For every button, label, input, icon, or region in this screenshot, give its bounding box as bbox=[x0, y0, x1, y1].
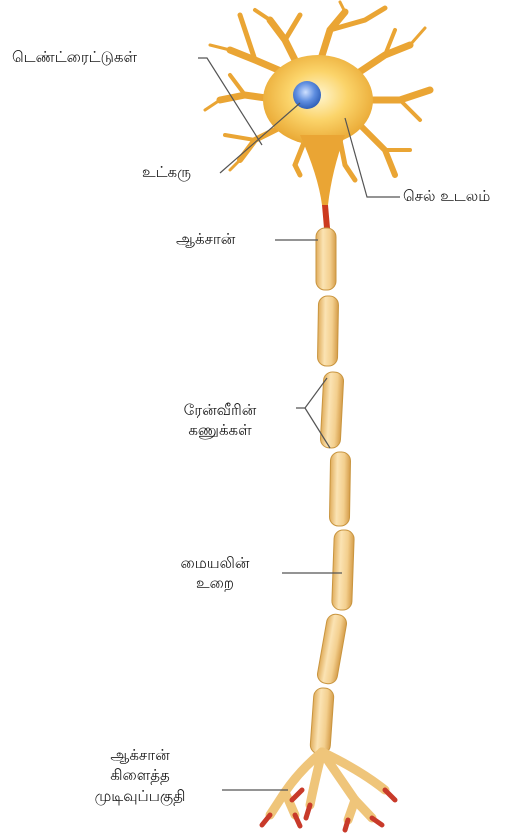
nodes-of-ranvier-line-1: ரேன்வீரின் bbox=[150, 400, 290, 420]
cell-body-label: செல் உடலம் bbox=[403, 186, 490, 206]
nodes-of-ranvier-label: ரேன்வீரின் கணுக்கள் bbox=[150, 400, 290, 441]
myelin-sheath-line-2: உறை bbox=[150, 573, 280, 593]
myelin-sheath-label: மையலின் உறை bbox=[150, 553, 280, 594]
axon-terminal-line-3: முடிவுப்பகுதி bbox=[60, 786, 220, 806]
axon-terminal-line-1: ஆக்சான் bbox=[60, 745, 220, 765]
dendrites-label: டெண்ட்ரைட்டுகள் bbox=[12, 47, 137, 67]
nodes-of-ranvier-line-2: கணுக்கள் bbox=[150, 420, 290, 440]
myelin-sheath-line-1: மையலின் bbox=[150, 553, 280, 573]
nucleus-label: உட்கரு bbox=[142, 162, 191, 182]
axon-label: ஆக்சான் bbox=[176, 229, 235, 249]
cell-body-shape bbox=[263, 55, 373, 205]
axon-terminal-line-2: கிளைத்த bbox=[60, 765, 220, 785]
myelin-sheath-segments bbox=[310, 228, 355, 755]
axon-terminal-label: ஆக்சான் கிளைத்த முடிவுப்பகுதி bbox=[60, 745, 220, 806]
axon-initial-segment bbox=[322, 205, 330, 228]
axon-terminal-branches bbox=[270, 752, 385, 820]
